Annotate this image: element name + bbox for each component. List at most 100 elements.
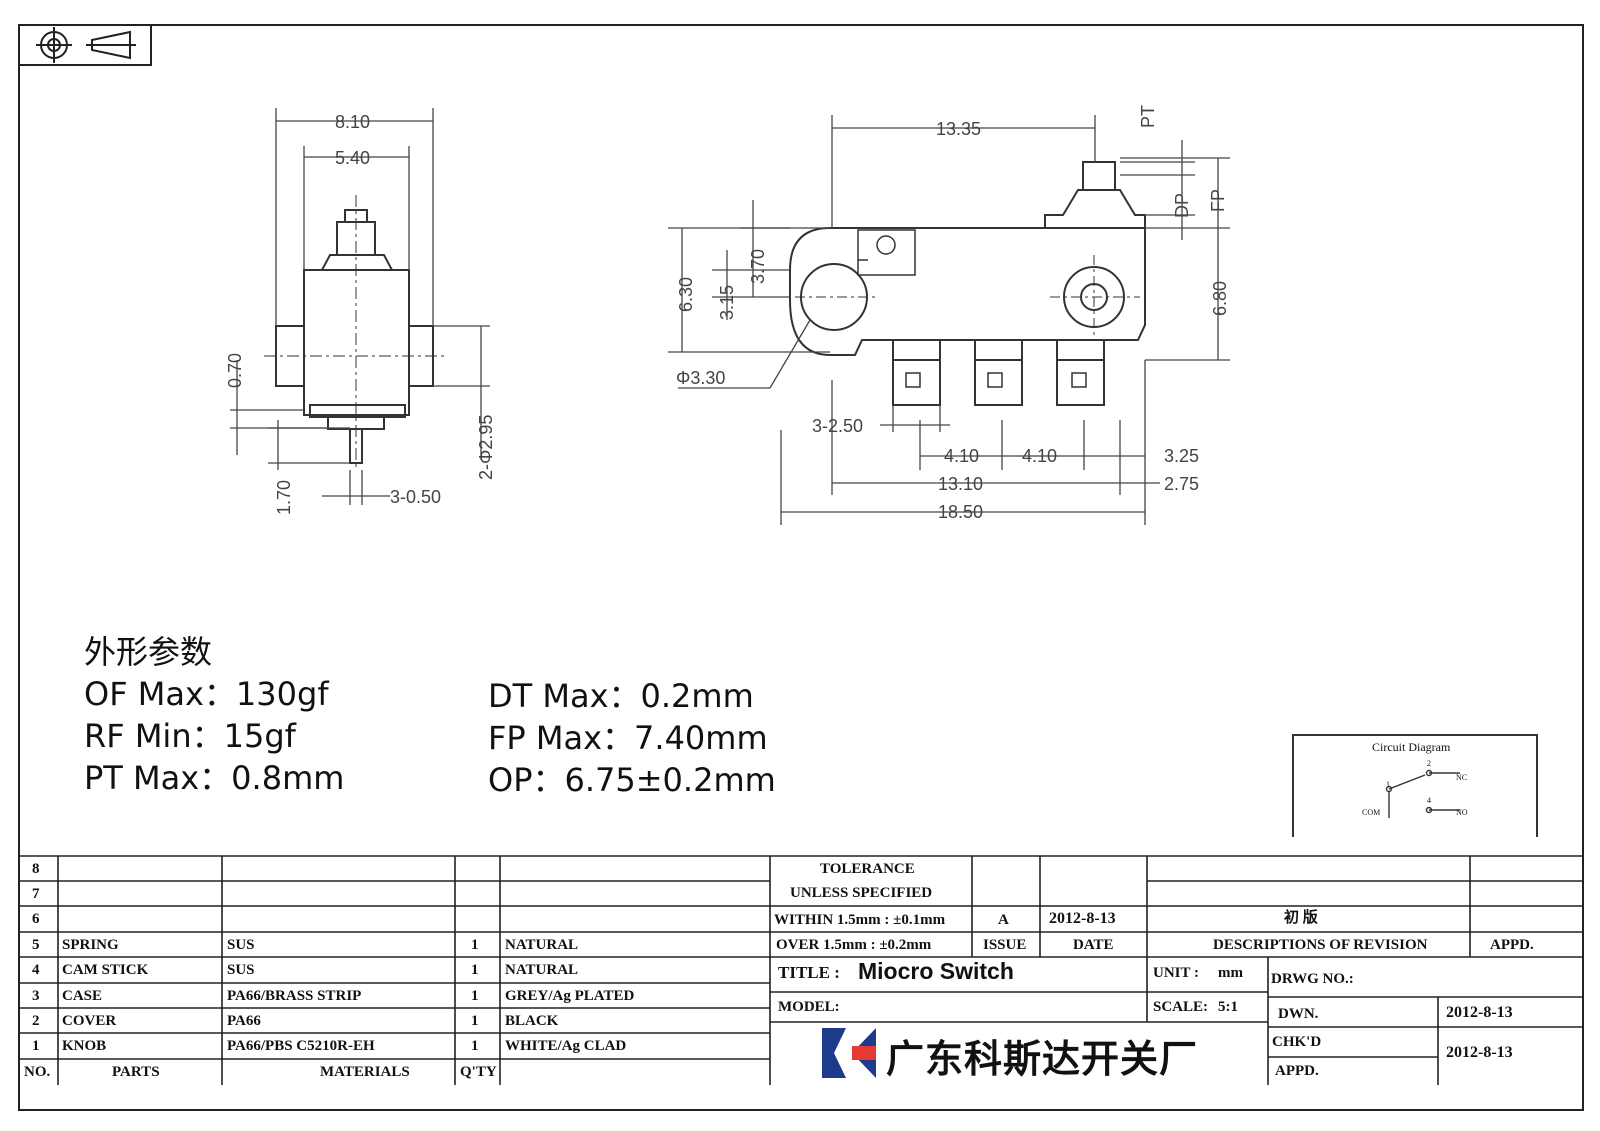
title-label: TITLE : xyxy=(778,963,840,982)
tolerance-within: WITHIN 1.5mm : ±0.1mm xyxy=(774,912,946,928)
dim-275: 2.75 xyxy=(1164,474,1199,494)
circuit-title: Circuit Diagram xyxy=(1372,740,1451,754)
dim-325: 3.25 xyxy=(1164,446,1199,466)
bom-row-no: 6 xyxy=(32,911,40,927)
bom-row-qty: 1 xyxy=(471,1013,479,1029)
dim-pitch-b: 4.10 xyxy=(1022,446,1057,466)
issue-label: ISSUE xyxy=(983,937,1027,953)
appd-header: APPD. xyxy=(1490,937,1534,953)
circuit-pin2: 2 xyxy=(1427,759,1431,768)
spec-dt-max: DT Max：0.2mm xyxy=(488,677,754,715)
bom-row-material: PA66/BRASS STRIP xyxy=(227,988,362,1004)
dim-width-total: 8.10 xyxy=(335,112,370,132)
scale-value: 5:1 xyxy=(1218,999,1238,1015)
circuit-no: NO xyxy=(1456,808,1468,817)
bom-row-material: SUS xyxy=(227,937,255,953)
dim-term-250: 3-2.50 xyxy=(812,416,863,436)
bom-head-parts: PARTS xyxy=(112,1064,160,1080)
dim-width-inner: 5.40 xyxy=(335,148,370,168)
drawing-frame xyxy=(18,24,1584,1111)
bom-row-no: 8 xyxy=(32,861,40,877)
circuit-switch-icon xyxy=(1385,769,1460,818)
bom-row-qty: 1 xyxy=(471,937,479,953)
circuit-nc: NC xyxy=(1456,773,1468,782)
company-logo-icon xyxy=(822,1028,876,1078)
date-label: DATE xyxy=(1073,937,1114,953)
bom-row-finish: BLACK xyxy=(505,1013,559,1029)
drawn-date: 2012-8-13 xyxy=(1446,1004,1513,1021)
approved-label: APPD. xyxy=(1275,1063,1319,1079)
title-value: Miocro Switch xyxy=(858,958,1014,984)
dim-length-1335: 13.35 xyxy=(936,119,981,139)
bom-row-no: 4 xyxy=(32,962,40,978)
spec-op: OP：6.75±0.2mm xyxy=(488,761,776,799)
front-view-drawing xyxy=(264,195,448,470)
spec-pt-max: PT Max：0.8mm xyxy=(84,759,345,797)
circuit-com: COM xyxy=(1362,808,1381,817)
bom-row-material: SUS xyxy=(227,962,255,978)
dim-h-680: 6.80 xyxy=(1210,281,1230,316)
bom-row-part: COVER xyxy=(62,1013,117,1029)
dim-height-170: 1.70 xyxy=(274,480,294,515)
bom-head-no: NO. xyxy=(24,1064,51,1080)
drawn-label: DWN. xyxy=(1278,1006,1319,1022)
issue-value: A xyxy=(998,912,1009,928)
dim-h-630: 6.30 xyxy=(676,277,696,312)
bom-row-no: 5 xyxy=(32,937,40,953)
bom-row-finish: NATURAL xyxy=(505,937,579,953)
bom-row-material: PA66/PBS C5210R-EH xyxy=(227,1038,375,1054)
circuit-pin1: 1 xyxy=(1386,780,1390,789)
bom-row-qty: 1 xyxy=(471,988,479,1004)
bom-row-part: CASE xyxy=(62,988,103,1004)
bom-row-qty: 1 xyxy=(471,962,479,978)
drawing-number-label: DRWG NO.: xyxy=(1271,971,1354,987)
bom-head-materials: MATERIALS xyxy=(320,1064,410,1080)
company-name: 广东科斯达开关厂 xyxy=(886,1037,1199,1081)
bom-row-finish: GREY/Ag PLATED xyxy=(505,988,635,1004)
spec-fp-max: FP Max：7.40mm xyxy=(488,719,768,757)
front-view-dimension-lines xyxy=(230,108,490,505)
dim-pt: PT xyxy=(1138,105,1158,128)
bom-row-no: 2 xyxy=(32,1013,40,1029)
revision-desc-label: DESCRIPTIONS OF REVISION xyxy=(1213,937,1428,953)
dim-holes: 2-Φ2.95 xyxy=(476,415,496,480)
unit-value: mm xyxy=(1218,965,1243,981)
dim-pitch-a: 4.10 xyxy=(944,446,979,466)
dim-fp: FP xyxy=(1208,189,1228,212)
bom-grid xyxy=(18,855,1584,1085)
dim-dp: DP xyxy=(1172,193,1192,218)
bom-head-qty: Q'TY xyxy=(460,1064,497,1080)
bom-row-part: KNOB xyxy=(62,1038,107,1054)
projection-symbol-icon xyxy=(36,27,136,63)
checked-label: CHK'D xyxy=(1272,1034,1322,1050)
spec-of-max: OF Max：130gf xyxy=(84,675,329,713)
bom-row-finish: NATURAL xyxy=(505,962,579,978)
bom-row-qty: 1 xyxy=(471,1038,479,1054)
bom-row-part: CAM STICK xyxy=(62,962,149,978)
bom-row-no: 1 xyxy=(32,1038,40,1054)
dim-1850: 18.50 xyxy=(938,502,983,522)
dim-1310: 13.10 xyxy=(938,474,983,494)
tolerance-over: OVER 1.5mm : ±0.2mm xyxy=(776,937,932,953)
dim-dia-330: Φ3.30 xyxy=(676,368,725,388)
revision-date: 2012-8-13 xyxy=(1049,910,1116,927)
tolerance-line2: UNLESS SPECIFIED xyxy=(790,885,933,901)
circuit-pin4: 4 xyxy=(1427,796,1431,805)
side-view-drawing xyxy=(789,161,1146,406)
dim-pin: 3-0.50 xyxy=(390,487,441,507)
bom-row-material: PA66 xyxy=(227,1013,261,1029)
checked-date: 2012-8-13 xyxy=(1446,1044,1513,1061)
specs-title: 外形参数 xyxy=(84,633,213,671)
scale-label: SCALE: xyxy=(1153,999,1209,1015)
projection-symbol-box xyxy=(18,24,152,66)
tolerance-line1: TOLERANCE xyxy=(820,861,915,877)
bom-row-no: 3 xyxy=(32,988,40,1004)
unit-label: UNIT : xyxy=(1153,965,1199,981)
bom-row-part: SPRING xyxy=(62,937,119,953)
dim-h-370: 3.70 xyxy=(748,249,768,284)
specs-panel: 外形参数 OF Max：130gf RF Min：15gf PT Max：0.8… xyxy=(84,632,844,807)
revision-description: 初 版 xyxy=(1284,910,1318,926)
side-view-dimension-lines xyxy=(668,115,1230,525)
dim-height-070: 0.70 xyxy=(225,353,245,388)
